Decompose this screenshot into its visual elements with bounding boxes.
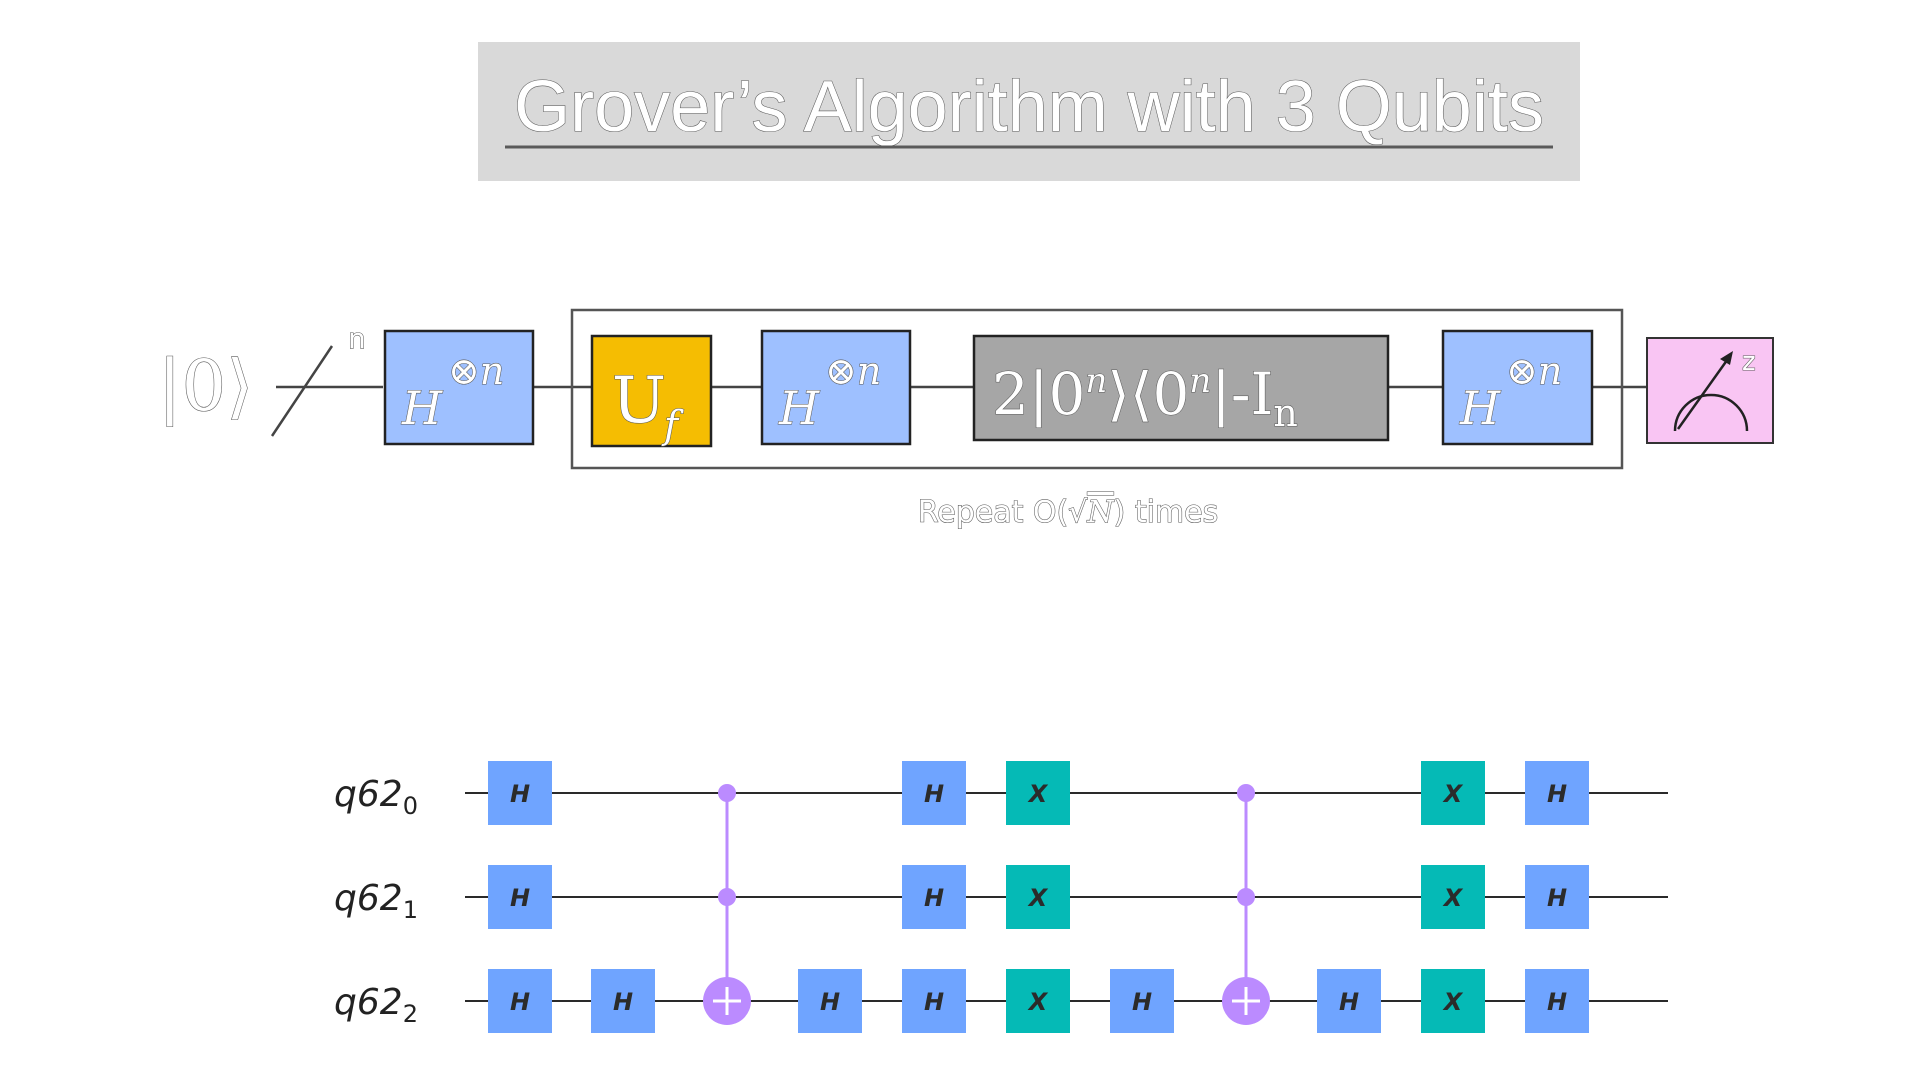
hadamard-block-3: H ⊗n (1441, 329, 1594, 446)
control-dot (718, 888, 736, 906)
measure-basis: z (1742, 347, 1756, 377)
gate-label: H (510, 780, 530, 808)
hadamard-gate (488, 969, 552, 1033)
hadamard-gate (488, 761, 552, 825)
x-gate (1421, 969, 1485, 1033)
gate-label: X (1027, 988, 1049, 1016)
hadamard-power: ⊗n (448, 349, 504, 393)
hadamard-gate (1525, 865, 1589, 929)
hadamard-gate (902, 761, 966, 825)
meter-arc-icon (1673, 393, 1749, 432)
hadamard-power: ⊗n (825, 349, 881, 393)
gate-label: H (1547, 780, 1567, 808)
qubit-label: q620 (334, 774, 418, 820)
hadamard-box (383, 329, 535, 446)
control-dot (718, 784, 736, 802)
oracle-block: U f (590, 334, 713, 448)
gate-label: H (924, 780, 944, 808)
register-size-label: n (348, 322, 366, 355)
x-gate (1421, 761, 1485, 825)
hadamard-gate (902, 865, 966, 929)
hadamard-box (760, 329, 912, 446)
hadamard-power: ⊗n (1506, 349, 1562, 393)
x-gate (1006, 761, 1070, 825)
x-gate (1421, 865, 1485, 929)
hadamard-gate (1317, 969, 1381, 1033)
hadamard-gate (488, 865, 552, 929)
title-group: Grover’s Algorithm with 3 Qubits (478, 42, 1580, 181)
gate-label: X (1442, 988, 1464, 1016)
hadamard-block-2: H ⊗n (760, 329, 912, 446)
gate-label: H (1547, 884, 1567, 912)
quantum-circuit: q620 q621 q622 H H H H H H H H X X X H H X X X H H H (334, 761, 1668, 1033)
page-title: Grover’s Algorithm with 3 Qubits (514, 67, 1544, 147)
hadamard-gate (1110, 969, 1174, 1033)
x-gate (1006, 969, 1070, 1033)
measure-box (1646, 337, 1774, 444)
repeat-caption: Repeat O(√N) times (918, 495, 1219, 530)
qubit-label: q621 (334, 878, 418, 924)
diffuser-block: 2|0n⟩⟨0n|-In (972, 334, 1390, 442)
meter-needle-icon (1676, 355, 1732, 430)
hadamard-gate (591, 969, 655, 1033)
title-bar (478, 42, 1580, 181)
control-dot (1237, 888, 1255, 906)
diffuser-operator: 2|0n⟩⟨0n|-In (992, 360, 1298, 435)
repeat-frame (570, 308, 1624, 470)
measurement-block: z (1646, 337, 1774, 444)
hadamard-label: H (778, 381, 820, 435)
gate-label: H (613, 988, 633, 1016)
oracle-label: U (612, 364, 666, 438)
qubit-label: q622 (334, 982, 418, 1028)
gate-label: H (1547, 988, 1567, 1016)
gate-label: H (1132, 988, 1152, 1016)
hadamard-gate (902, 969, 966, 1033)
meter-arrowhead-icon (1720, 351, 1733, 365)
input-state: |0⟩ (158, 345, 253, 427)
oracle-box (590, 334, 713, 448)
gate-label: X (1442, 884, 1464, 912)
x-gate (1006, 865, 1070, 929)
gate-label: X (1027, 780, 1049, 808)
gate-label: X (1027, 884, 1049, 912)
hadamard-label: H (401, 381, 443, 435)
gate-label: H (924, 988, 944, 1016)
diffuser-box (972, 334, 1390, 442)
hadamard-block-1: H ⊗n (383, 329, 535, 446)
control-dot (1237, 784, 1255, 802)
gate-label: H (820, 988, 840, 1016)
gate-label: H (924, 884, 944, 912)
gate-label: H (1339, 988, 1359, 1016)
gate-label: H (510, 988, 530, 1016)
hadamard-gate (798, 969, 862, 1033)
schematic: |0⟩ n H ⊗n U f H ⊗n (157, 308, 1774, 531)
gate-label: X (1442, 780, 1464, 808)
hadamard-box (1441, 329, 1594, 446)
hadamard-label: H (1459, 381, 1501, 435)
hadamard-gate (1525, 969, 1589, 1033)
register-slash (270, 345, 334, 437)
gate-label: H (510, 884, 530, 912)
hadamard-gate (1525, 761, 1589, 825)
